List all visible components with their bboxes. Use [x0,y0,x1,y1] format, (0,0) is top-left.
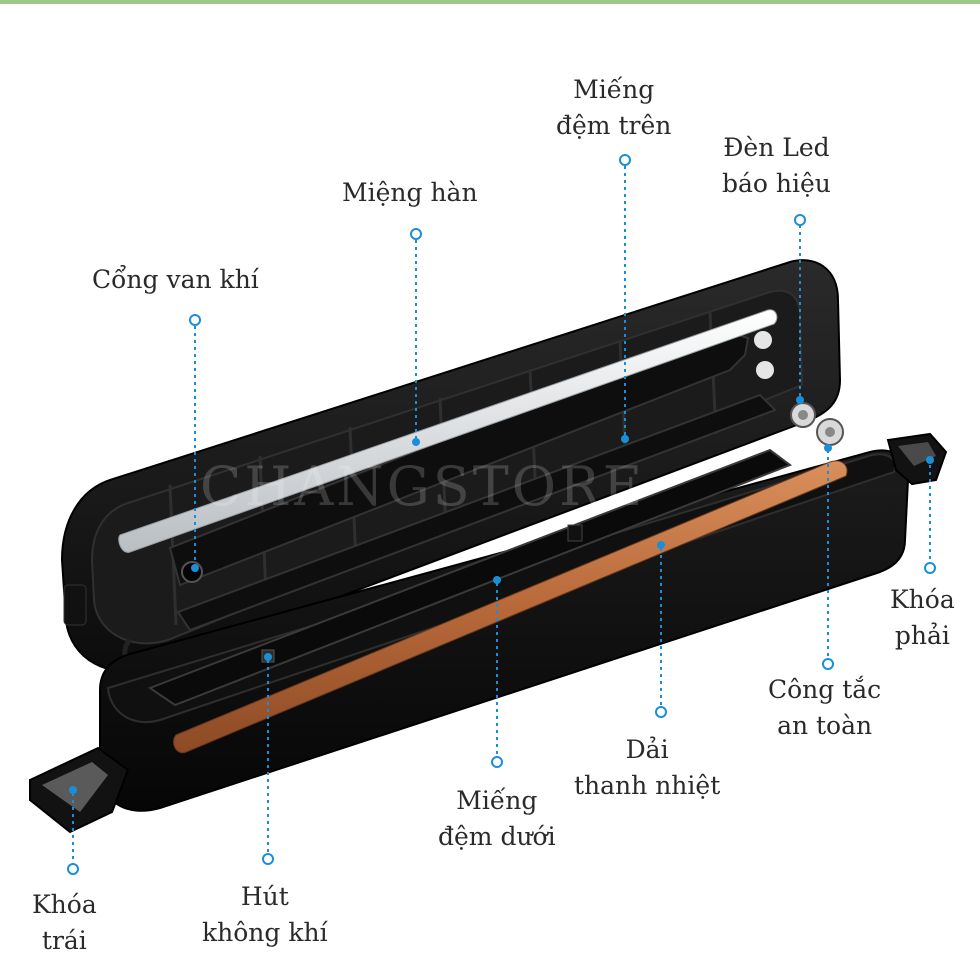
label-upper-gasket: Miếng đệm trên [556,72,671,144]
label-lower-gasket-line2: đệm dưới [438,822,556,851]
anchor-safety-switch [824,444,832,452]
callout-dot-air-valve [189,314,201,326]
callout-dot-air-suction [262,853,274,865]
device-base [99,402,910,812]
label-upper-gasket-line2: đệm trên [556,111,672,140]
top-accent-bar [0,0,980,4]
label-air-valve-line1: Cổng van khí [92,265,259,294]
left-lock [29,746,130,834]
label-heating-strip-line2: thanh nhiệt [574,771,721,800]
callout-dot-led [794,214,806,226]
label-lower-gasket: Miếng đệm dưới [438,783,556,855]
label-air-suction: Hút không khí [202,879,328,951]
watermark-text: CHANGSTORE [200,455,646,518]
anchor-right-lock [926,456,934,464]
anchor-air-valve [191,564,199,572]
label-led: Đèn Led báo hiệu [722,130,831,202]
label-air-valve: Cổng van khí [92,262,259,298]
callout-dot-right-lock [924,562,936,574]
label-seal-bar: Miệng hàn [342,175,478,211]
label-seal-bar-line1: Miệng hàn [342,178,478,207]
label-heating-strip: Dải thanh nhiệt [574,732,720,804]
label-right-lock-line2: phải [894,621,950,650]
label-upper-gasket-line1: Miếng [573,75,655,104]
callout-dot-upper-gasket [619,154,631,166]
label-heating-strip-line1: Dải [625,735,669,764]
label-right-lock: Khóa phải [890,582,955,654]
anchor-upper-gasket [621,435,629,443]
callout-dot-left-lock [67,863,79,875]
label-safety-switch: Công tắc an toàn [768,672,881,744]
callout-dot-seal-bar [410,228,422,240]
anchor-air-suction [264,653,272,661]
callout-dot-heating-strip [655,706,667,718]
anchor-heating-strip [657,541,665,549]
label-lower-gasket-line1: Miếng [456,786,538,815]
label-led-line1: Đèn Led [723,133,830,162]
device-lid [60,259,842,673]
anchor-lower-gasket [493,576,501,584]
anchor-left-lock [69,786,77,794]
label-left-lock-line2: trái [41,926,87,955]
anchor-seal-bar [412,438,420,446]
label-air-suction-line2: không khí [202,918,328,947]
label-left-lock-line1: Khóa [32,890,97,919]
label-right-lock-line1: Khóa [890,585,955,614]
anchor-led [796,396,804,404]
label-left-lock: Khóa trái [32,887,97,959]
label-air-suction-line1: Hút [240,882,289,911]
callout-dot-lower-gasket [491,756,503,768]
label-led-line2: báo hiệu [722,169,831,198]
label-safety-switch-line1: Công tắc [768,675,882,704]
label-safety-switch-line2: an toàn [777,711,873,740]
callout-dot-safety-switch [822,658,834,670]
